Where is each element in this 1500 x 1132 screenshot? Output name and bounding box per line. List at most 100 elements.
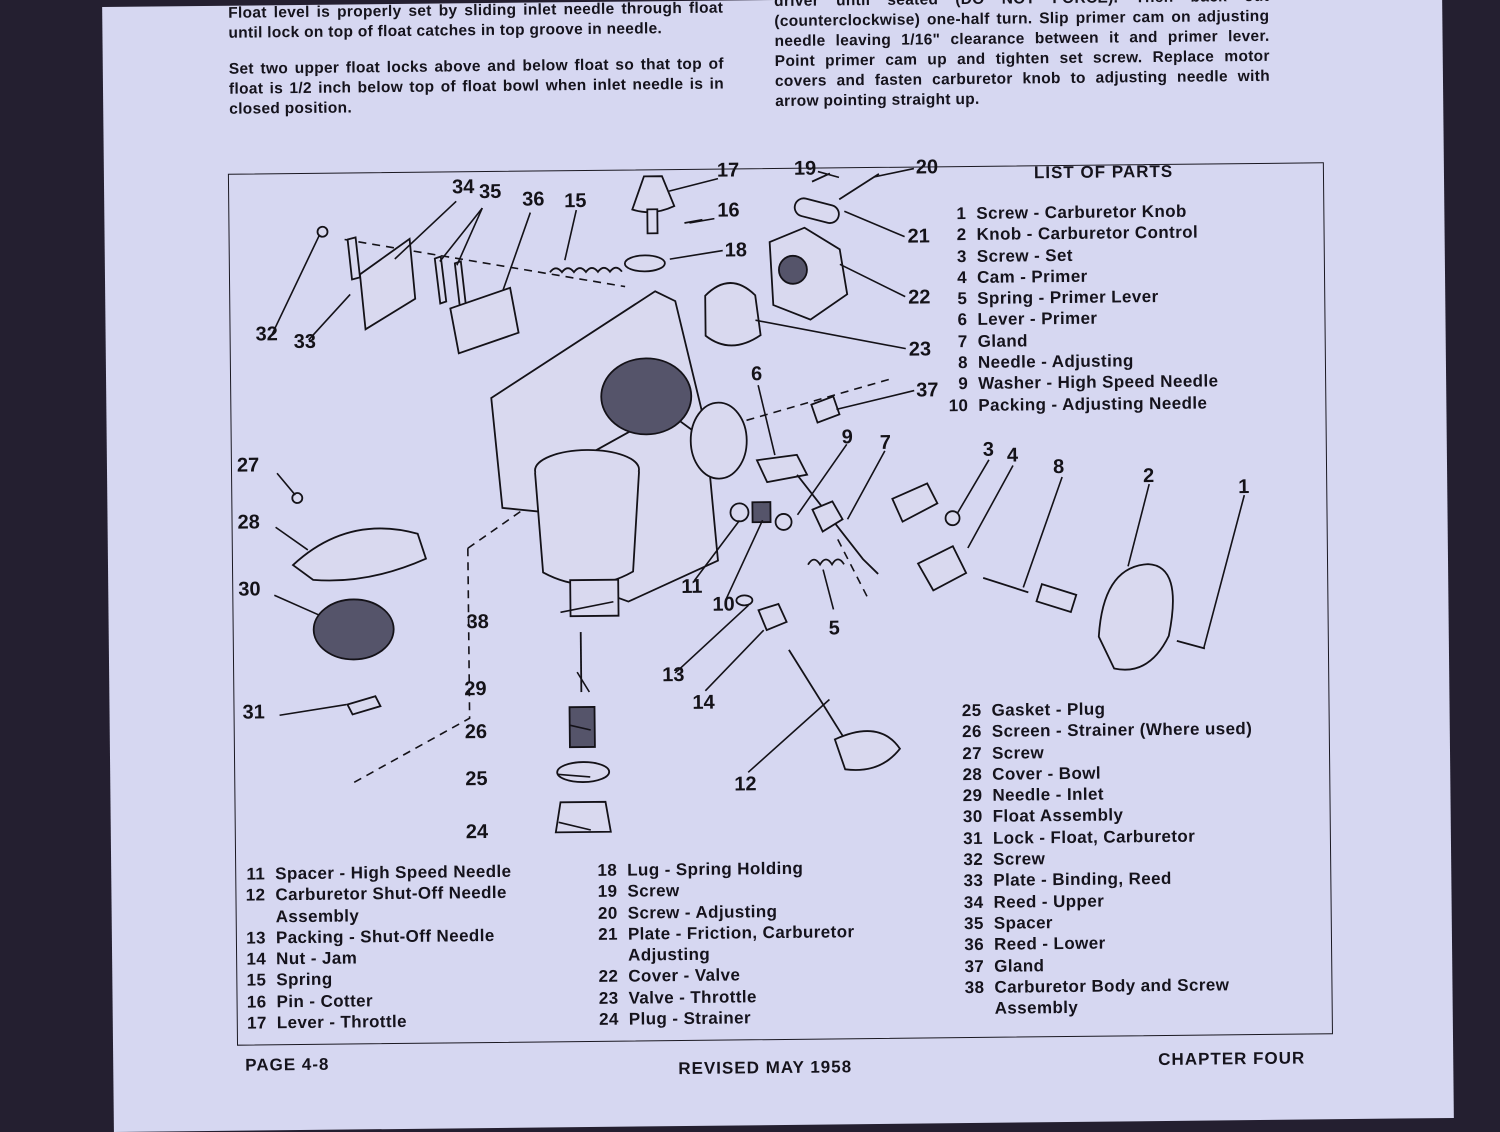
part-name: Cover - Valve <box>628 965 741 987</box>
parts-list-item: 6 Lever - Primer <box>931 307 1217 331</box>
washer-part <box>774 513 793 531</box>
part-name: Washer - High Speed Needle <box>978 371 1219 394</box>
part-number: 33 <box>963 871 984 891</box>
callout-2: 2 <box>1143 465 1154 487</box>
callout-37: 37 <box>916 379 938 401</box>
knob-part <box>1097 563 1174 671</box>
parts-list-item: 20 Screw - Adjusting <box>582 900 855 924</box>
spacer-11-part <box>729 502 750 523</box>
part-number: 32 <box>963 849 984 870</box>
part-name: Screw - Set <box>976 245 1073 266</box>
part-number: 21 <box>598 924 618 944</box>
part-name: Spring <box>276 970 333 990</box>
spring-part <box>549 266 623 274</box>
spacer-part <box>433 255 448 305</box>
part-number: 29 <box>962 786 983 806</box>
part-name: Lock - Float, Carburetor <box>992 826 1196 848</box>
callout-21: 21 <box>907 225 929 247</box>
jam-nut-part <box>757 602 788 632</box>
part-name: Gland <box>994 955 1045 976</box>
bowl-parts <box>291 492 612 834</box>
callout-24: 24 <box>466 821 489 843</box>
part-number: 35 <box>963 913 984 934</box>
adjusting-needle-part <box>982 576 1029 594</box>
manual-page: Float level is properly set by sliding i… <box>102 0 1454 1132</box>
callout-12: 12 <box>734 773 756 795</box>
callout-38: 38 <box>466 611 488 633</box>
strainer-screen-part <box>568 706 596 749</box>
part-name: Gland <box>977 331 1028 351</box>
bowl-screw-part <box>291 492 304 504</box>
part-number: 20 <box>597 903 618 923</box>
callout-34: 34 <box>452 176 475 198</box>
part-name: Reed - Lower <box>993 933 1106 955</box>
part-name: Plug - Strainer <box>628 1008 752 1029</box>
callout-labels: 1 2 3 4 5 6 7 8 9 10 11 12 13 14 15 16 1… <box>237 156 1250 843</box>
part-name: Screen - Strainer (Where used) <box>991 719 1253 742</box>
part-name: Cover - Bowl <box>992 763 1102 784</box>
part-number: 18 <box>597 860 618 880</box>
callout-13: 13 <box>662 664 684 686</box>
part-name: Lever - Primer <box>977 309 1098 330</box>
primer-lever-arm-part <box>796 474 879 575</box>
part-name: Screw - Adjusting <box>627 901 778 923</box>
callout-4: 4 <box>1007 444 1019 466</box>
part-name: Gasket - Plug <box>991 699 1106 720</box>
callout-31: 31 <box>242 701 264 723</box>
part-number: 28 <box>962 764 983 784</box>
shutoff-handle-part <box>833 730 902 771</box>
parts-list-item: 15 Spring <box>230 967 512 991</box>
part-number: 24 <box>598 1009 619 1029</box>
part-name: Plate - Friction, Carburetor <box>627 922 855 944</box>
part-name: Needle - Adjusting <box>977 351 1134 372</box>
part-number: 6 <box>957 310 968 330</box>
valve-cover-hole-part <box>778 254 808 285</box>
part-name: Valve - Throttle <box>628 987 757 1008</box>
gland-37-part <box>810 395 841 424</box>
part-number: 15 <box>246 970 267 991</box>
list-of-parts-title: LIST OF PARTS <box>1033 161 1174 183</box>
part-name: Carburetor Body and Screw <box>994 975 1230 997</box>
part-name: Needle - Inlet <box>992 784 1104 805</box>
primer-cam-part <box>916 544 968 592</box>
float-lock-part <box>346 695 382 716</box>
part-name: Packing - Shut-Off Needle <box>275 925 495 948</box>
parts-list-item: 7 Gland <box>932 328 1218 352</box>
venturi-part <box>600 357 693 436</box>
reed-part <box>359 237 417 331</box>
gland-guide-dashed-line <box>746 378 892 422</box>
part-number: 38 <box>964 977 985 997</box>
part-name: Carburetor Shut-Off Needle <box>275 883 507 905</box>
intake-part <box>689 401 748 480</box>
reed-plate-part <box>346 236 361 281</box>
part-number: 4 <box>957 267 968 287</box>
part-name: Reed - Upper <box>993 891 1105 912</box>
part-number: 19 <box>597 881 618 902</box>
part-number: 12 <box>245 885 266 905</box>
part-number: 34 <box>963 892 984 912</box>
friction-plate-part <box>793 197 840 224</box>
parts-list-item: 22 Cover - Valve <box>582 964 855 988</box>
part-number: 7 <box>957 331 968 351</box>
part-number: 22 <box>598 967 619 987</box>
part-name: Screw <box>993 849 1046 869</box>
part-number: 27 <box>962 743 983 763</box>
callout-7: 7 <box>880 432 891 454</box>
part-number: 36 <box>964 935 985 955</box>
part-name: Spring - Primer Lever <box>977 287 1159 309</box>
spring-lug-part <box>623 254 666 273</box>
screw-part <box>316 225 329 238</box>
callout-10: 10 <box>712 593 734 615</box>
part-number: 9 <box>958 374 969 394</box>
callout-1: 1 <box>1238 476 1249 498</box>
part-name-continuation: Assembly <box>994 998 1079 1018</box>
part-name: Screw <box>627 881 680 901</box>
shutoff-packing-part <box>735 594 754 607</box>
part-name: Lever - Throttle <box>276 1011 408 1033</box>
primer-lever-part <box>755 453 809 484</box>
part-number: 14 <box>246 949 267 969</box>
